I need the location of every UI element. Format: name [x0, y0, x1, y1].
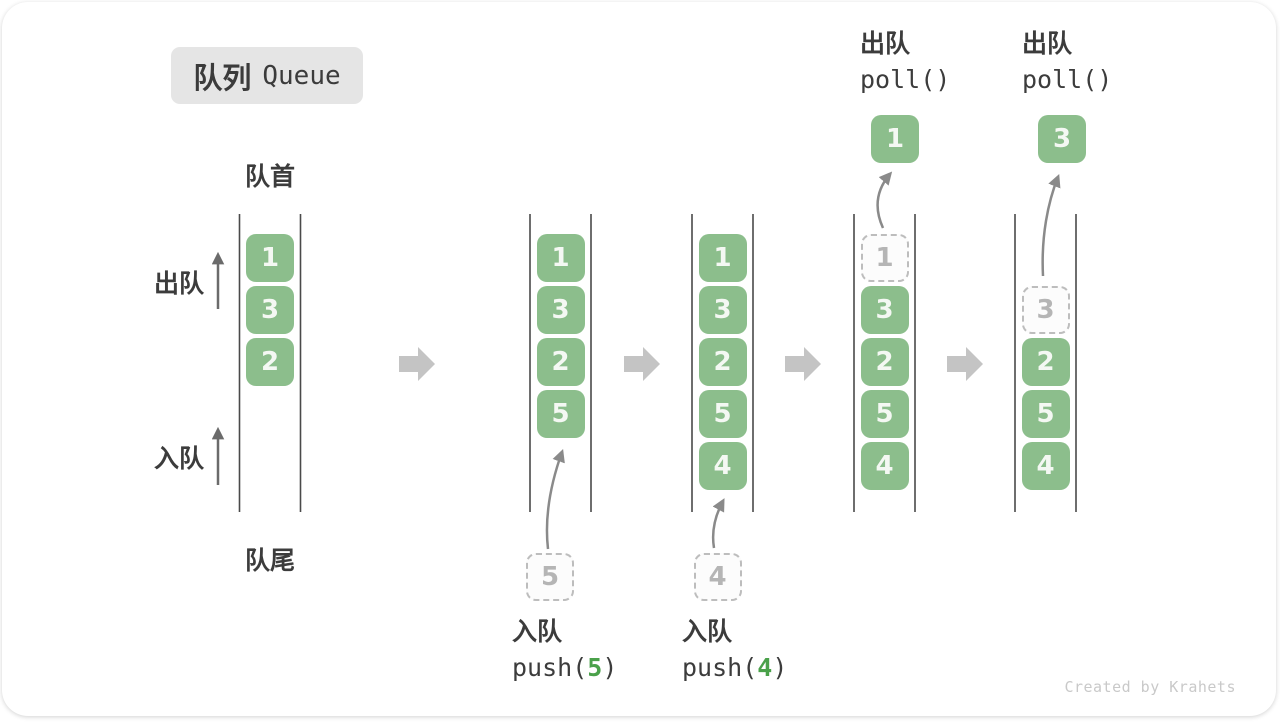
title-en: Queue	[262, 60, 341, 91]
queue-item: 1	[698, 234, 747, 282]
op-dequeue-label: 出队	[1022, 30, 1073, 58]
op-enqueue-label: 入队	[512, 618, 563, 646]
op-dequeue-label: 出队	[860, 30, 911, 58]
queue-item: 2	[536, 338, 585, 386]
queue-item: 3	[698, 286, 747, 334]
op-dequeue-code: poll()	[1022, 65, 1113, 94]
code-arg: 4	[757, 653, 773, 682]
enqueue-arrow-icon	[545, 448, 565, 550]
queue-item-polled: 1	[871, 115, 919, 163]
title-zh: 队列	[193, 62, 252, 95]
queue-item: 1	[246, 234, 294, 282]
queue-item: 3	[860, 286, 909, 334]
op-dequeue-poll-1: 出队 poll()	[860, 30, 950, 94]
queue-item-removed: 1	[860, 234, 909, 282]
code-fn: push(	[512, 653, 588, 682]
op-dequeue-code: poll()	[860, 65, 951, 94]
code-arg: 5	[587, 653, 603, 682]
op-enqueue-code: push(4)	[682, 654, 787, 682]
op-enqueue-push5: 入队 push(5)	[512, 618, 617, 682]
label-queue-rear: 队尾	[245, 547, 296, 575]
queue-item: 5	[698, 390, 747, 438]
title-badge: 队列 Queue	[171, 47, 363, 104]
op-dequeue-poll-2: 出队 poll()	[1022, 30, 1112, 94]
queue-item: 4	[1021, 442, 1070, 490]
label-queue-front: 队首	[245, 163, 296, 191]
op-enqueue-code: push(5)	[512, 654, 617, 682]
queue-item: 2	[1021, 338, 1070, 386]
code-close: )	[772, 653, 788, 682]
dequeue-arrow-icon	[876, 171, 893, 229]
queue-item: 3	[536, 286, 585, 334]
dequeue-arrow-icon	[1041, 173, 1061, 277]
state-transition-arrow-icon	[399, 347, 435, 381]
state-transition-arrow-icon	[947, 347, 983, 381]
state-transition-arrow-icon	[785, 347, 821, 381]
queue-item: 2	[860, 338, 909, 386]
code-fn: push(	[682, 653, 758, 682]
queue-item: 3	[246, 286, 294, 334]
op-enqueue-push4: 入队 push(4)	[682, 618, 787, 682]
queue-item: 2	[246, 338, 294, 386]
label-dequeue-side: 出队	[154, 270, 205, 298]
queue-item-removed: 3	[1021, 286, 1070, 334]
queue-item: 5	[536, 390, 585, 438]
queue-item: 5	[860, 390, 909, 438]
queue-item: 5	[1021, 390, 1070, 438]
queue-item: 2	[698, 338, 747, 386]
queue-item-incoming: 4	[693, 553, 742, 601]
queue-item: 1	[536, 234, 585, 282]
label-enqueue-side: 入队	[154, 445, 205, 473]
code-close: )	[602, 653, 618, 682]
op-enqueue-label: 入队	[682, 618, 733, 646]
watermark: Created by Krahets	[1064, 678, 1236, 696]
queue-item-incoming: 5	[526, 553, 574, 601]
enqueue-arrow-icon	[711, 498, 725, 549]
queue-item-polled: 3	[1038, 115, 1086, 163]
queue-item: 4	[698, 442, 747, 490]
queue-item: 4	[860, 442, 909, 490]
state-transition-arrow-icon	[624, 347, 660, 381]
